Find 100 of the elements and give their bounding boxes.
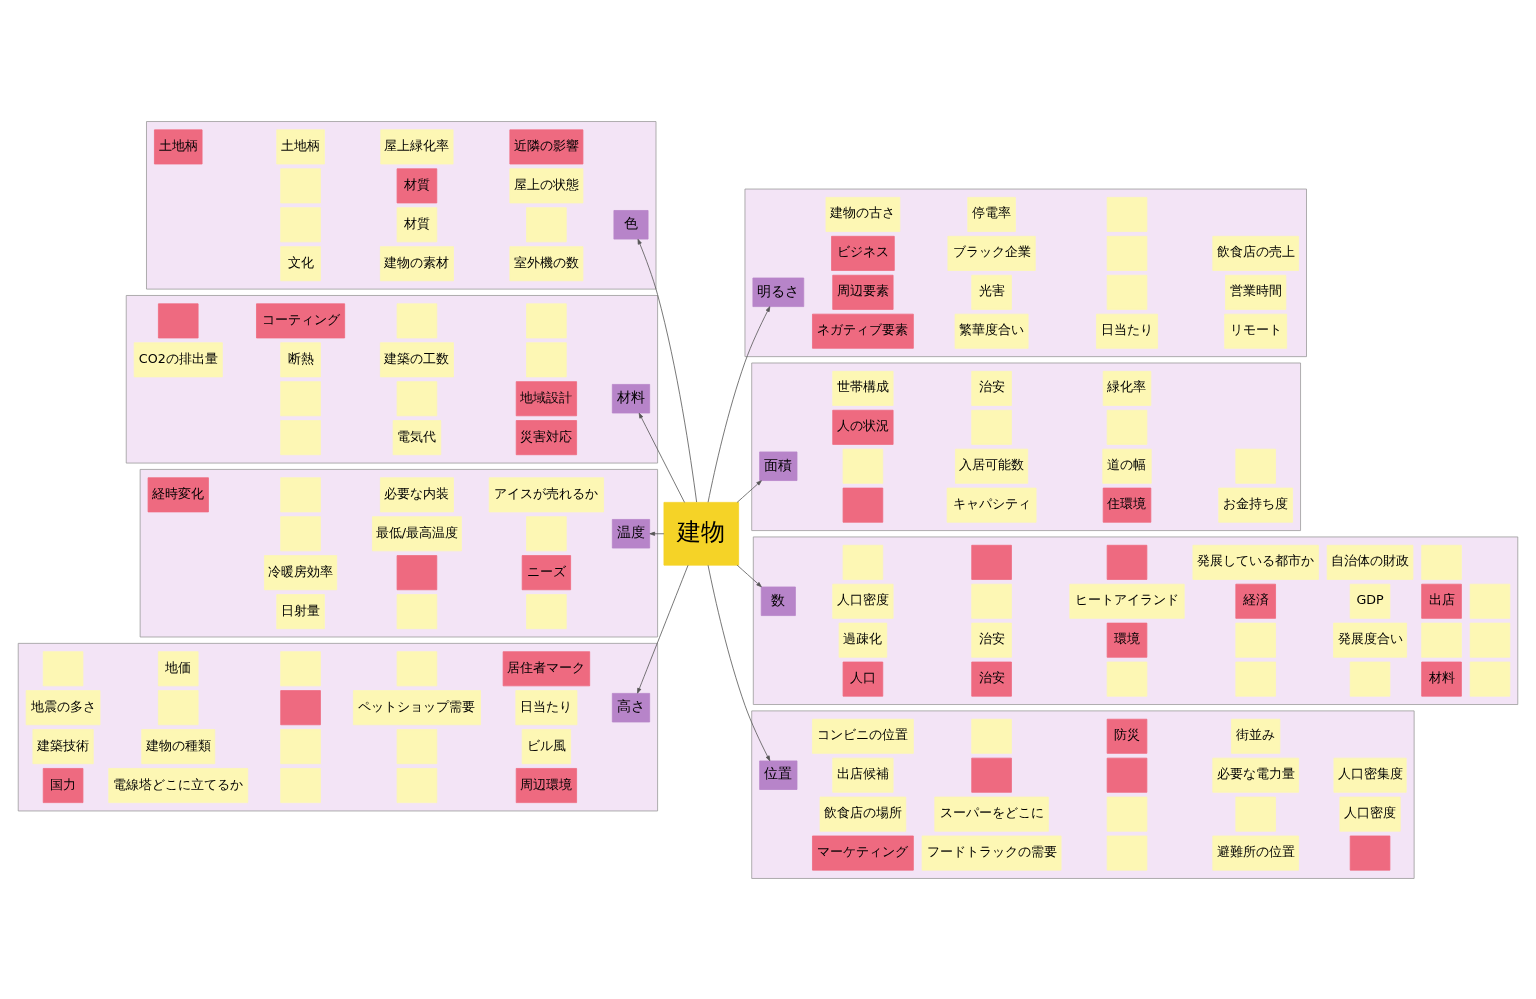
node-box (1235, 448, 1276, 484)
node-box (1106, 661, 1148, 697)
node-box: ニーズ (521, 554, 571, 590)
cluster (125, 294, 658, 463)
node-box: 数 (760, 586, 796, 616)
node-box: 周辺要素 (832, 274, 894, 310)
node-box: 環境 (1106, 622, 1148, 658)
node-box (1106, 274, 1148, 310)
node-box (1469, 661, 1511, 697)
node-box (1235, 661, 1276, 697)
cluster (744, 188, 1307, 357)
node-box: 冷暖房効率 (264, 554, 338, 590)
node-box (280, 206, 321, 242)
node-box (842, 487, 884, 523)
arrow (637, 564, 689, 694)
arrow (707, 305, 771, 503)
node-box (971, 409, 1012, 445)
arrow (736, 564, 762, 587)
node-box: 屋上緑化率 (380, 128, 454, 164)
node-box: 世帯構成 (832, 370, 894, 406)
node-box: 人口密度 (832, 583, 894, 619)
node-box: 道の幅 (1102, 448, 1152, 484)
node-box (971, 544, 1012, 580)
node-box (280, 419, 321, 455)
node-box: 出店 (1421, 583, 1462, 619)
node-box: 材料 (1421, 661, 1462, 697)
node-box: スーパーをどこに (934, 796, 1049, 832)
node-box (158, 689, 199, 725)
node-box: 建物 (663, 501, 739, 566)
node-box: 人口密集度 (1333, 757, 1407, 793)
cluster (751, 710, 1415, 879)
node-box: 治安 (971, 622, 1012, 658)
node-box: 発展度合い (1333, 622, 1407, 658)
node-box: 治安 (971, 661, 1012, 697)
cluster (17, 642, 658, 811)
node-box: 地震の多さ (25, 689, 101, 725)
arrow (638, 412, 685, 503)
node-box: 最低/最高温度 (372, 515, 462, 551)
node-box: 必要な電力量 (1212, 757, 1299, 793)
node-box (1106, 409, 1148, 445)
node-box (396, 728, 438, 764)
node-box (1349, 835, 1391, 871)
node-box: 発展している都市か (1192, 544, 1319, 580)
node-box: アイスが売れるか (488, 476, 604, 512)
node-box: 日当たり (515, 689, 578, 725)
node-box: 近隣の影響 (509, 128, 584, 164)
node-box: 人の状況 (832, 409, 894, 445)
node-box: 位置 (759, 760, 798, 790)
node-box (396, 380, 438, 416)
node-box: お金持ち度 (1218, 487, 1293, 523)
node-box (1421, 622, 1462, 658)
node-box: 繁華度合い (954, 313, 1029, 349)
node-box: コーティング (256, 302, 346, 338)
node-box (526, 593, 567, 629)
node-box: 経済 (1235, 583, 1276, 619)
node-box: フードトラックの需要 (921, 835, 1062, 871)
node-box (842, 544, 884, 580)
node-box: 建物の種類 (141, 728, 216, 764)
node-box: 停電率 (967, 196, 1016, 232)
arrow (707, 564, 771, 761)
node-box: コンビニの位置 (812, 718, 914, 754)
node-box (1421, 544, 1462, 580)
node-box (1349, 661, 1391, 697)
node-box (396, 554, 438, 590)
node-box: 緑化率 (1102, 370, 1152, 406)
node-box: 電線塔どこに立てるか (108, 767, 249, 803)
node-box: 土地柄 (276, 128, 325, 164)
node-box: 地域設計 (515, 380, 577, 416)
node-box (1235, 796, 1276, 832)
node-box: 日当たり (1096, 313, 1158, 349)
node-box: 防災 (1106, 718, 1148, 754)
node-box: 色 (613, 209, 649, 239)
node-box (280, 728, 321, 764)
arrow (637, 238, 697, 502)
node-box: 建物の素材 (380, 245, 454, 281)
node-box (1106, 835, 1148, 871)
cluster (752, 536, 1519, 705)
node-box (1106, 235, 1148, 271)
node-box: 街並み (1231, 718, 1281, 754)
node-box: CO2の排出量 (133, 341, 223, 377)
cluster (751, 362, 1301, 531)
node-box (280, 380, 321, 416)
node-box (280, 767, 321, 803)
arrow (736, 479, 762, 503)
node-box: 治安 (971, 370, 1012, 406)
node-box (1469, 622, 1511, 658)
node-box: 住環境 (1102, 487, 1152, 523)
node-box (280, 476, 321, 512)
node-box (280, 167, 321, 203)
node-box (280, 650, 321, 686)
node-box (1106, 757, 1148, 793)
node-box: 建物の古さ (825, 196, 901, 232)
node-box: 材質 (396, 167, 438, 203)
node-box: 建築技術 (32, 728, 94, 764)
node-box: 飲食店の場所 (819, 796, 907, 832)
node-box: 面積 (759, 451, 798, 481)
node-box: 自治体の財政 (1326, 544, 1414, 580)
node-box: 営業時間 (1225, 274, 1287, 310)
node-box (1469, 583, 1511, 619)
node-box: 光害 (971, 274, 1012, 310)
